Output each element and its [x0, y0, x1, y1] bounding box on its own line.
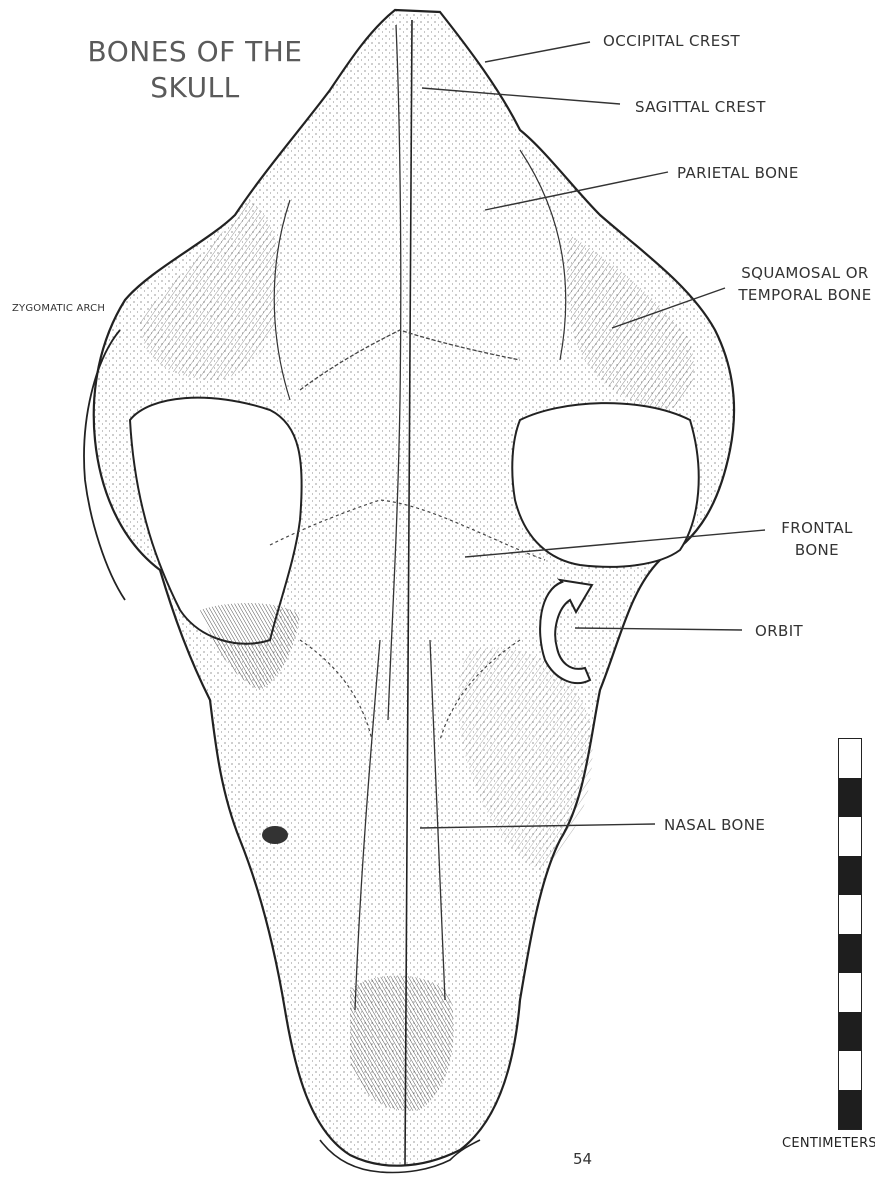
occipital-crest-leader [485, 42, 590, 62]
label-orbit: ORBIT [755, 620, 803, 642]
label-sagittal-crest: SAGITTAL CREST [635, 96, 766, 118]
scale-segment-dark [839, 778, 861, 817]
right-orbit-opening [512, 403, 698, 567]
scale-segment-light [839, 817, 861, 856]
label-occipital-crest: OCCIPITAL CREST [603, 30, 740, 52]
label-squamosal: SQUAMOSAL OR TEMPORAL BONE [738, 262, 872, 306]
scale-segment-light [839, 1051, 861, 1090]
scale-segment-light [839, 739, 861, 778]
infraorbital-foramen [262, 826, 288, 844]
scale-segment-dark [839, 1090, 861, 1129]
label-frontal-bone: FRONTAL BONE [772, 517, 862, 561]
nasal-aperture [350, 976, 454, 1111]
label-zygomatic-arch: ZYGOMATIC ARCH [12, 298, 105, 320]
scale-segment-dark [839, 934, 861, 973]
scale-segment-dark [839, 856, 861, 895]
scale-caption: CENTIMETERS [782, 1136, 875, 1151]
scale-segment-dark [839, 1012, 861, 1051]
label-parietal-bone: PARIETAL BONE [677, 162, 799, 184]
centimeter-scale-bar [838, 738, 862, 1130]
scale-segment-light [839, 973, 861, 1012]
label-nasal-bone: NASAL BONE [664, 814, 765, 836]
scale-segment-light [839, 895, 861, 934]
page-number: 54 [573, 1150, 592, 1168]
